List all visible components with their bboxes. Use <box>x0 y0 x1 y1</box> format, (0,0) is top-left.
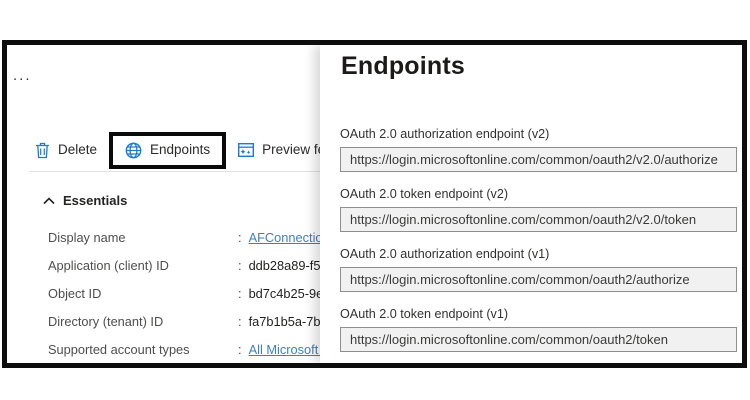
field-label: Object ID <box>48 285 102 301</box>
preview-features-icon <box>238 143 255 157</box>
essentials-header[interactable]: Essentials <box>43 193 127 208</box>
endpoint-label: OAuth 2.0 token endpoint (v2) <box>340 187 509 201</box>
field-label: Display name <box>48 229 126 245</box>
colon: : <box>238 313 242 329</box>
colon: : <box>238 229 242 245</box>
endpoint-label: OAuth 2.0 authorization endpoint (v1) <box>340 247 550 261</box>
endpoint-field-oauth2-auth-v1: OAuth 2.0 authorization endpoint (v1) <box>340 246 737 292</box>
chevron-up-icon <box>43 193 55 208</box>
field-label: Supported account types <box>48 341 190 357</box>
essentials-title: Essentials <box>63 193 128 208</box>
endpoint-field-oauth2-token-v2: OAuth 2.0 token endpoint (v2) <box>340 186 737 232</box>
globe-icon <box>125 142 142 159</box>
delete-button[interactable]: Delete <box>25 136 107 165</box>
colon: : <box>238 257 242 273</box>
endpoint-input[interactable] <box>340 267 737 292</box>
field-label: Application (client) ID <box>48 257 169 273</box>
display-name-link[interactable]: AFConnection <box>248 229 330 245</box>
toolbar-divider <box>29 171 324 172</box>
field-label: Directory (tenant) ID <box>48 313 164 329</box>
panel-title: Endpoints <box>341 52 466 80</box>
endpoint-input[interactable] <box>340 327 737 352</box>
endpoints-panel: Endpoints OAuth 2.0 authorization endpoi… <box>320 45 742 363</box>
endpoints-button[interactable]: Endpoints <box>109 131 227 169</box>
endpoint-input[interactable] <box>340 147 737 172</box>
endpoints-label: Endpoints <box>150 142 211 158</box>
command-bar: Delete Endpoints <box>25 131 366 169</box>
endpoint-input[interactable] <box>340 207 737 232</box>
colon: : <box>238 285 242 301</box>
endpoint-field-oauth2-auth-v2: OAuth 2.0 authorization endpoint (v2) <box>340 126 737 172</box>
essentials-row-display-name: Display name : AFConnection <box>48 223 448 251</box>
endpoint-field-oauth2-token-v1: OAuth 2.0 token endpoint (v1) <box>340 306 737 352</box>
overflow-ellipsis[interactable]: ... <box>13 67 32 84</box>
delete-label: Delete <box>58 142 98 158</box>
trash-icon <box>35 142 50 159</box>
colon: : <box>238 341 242 357</box>
endpoint-label: OAuth 2.0 token endpoint (v1) <box>340 307 509 321</box>
endpoint-label: OAuth 2.0 authorization endpoint (v2) <box>340 127 550 141</box>
portal-frame: ... Delete <box>2 40 747 368</box>
